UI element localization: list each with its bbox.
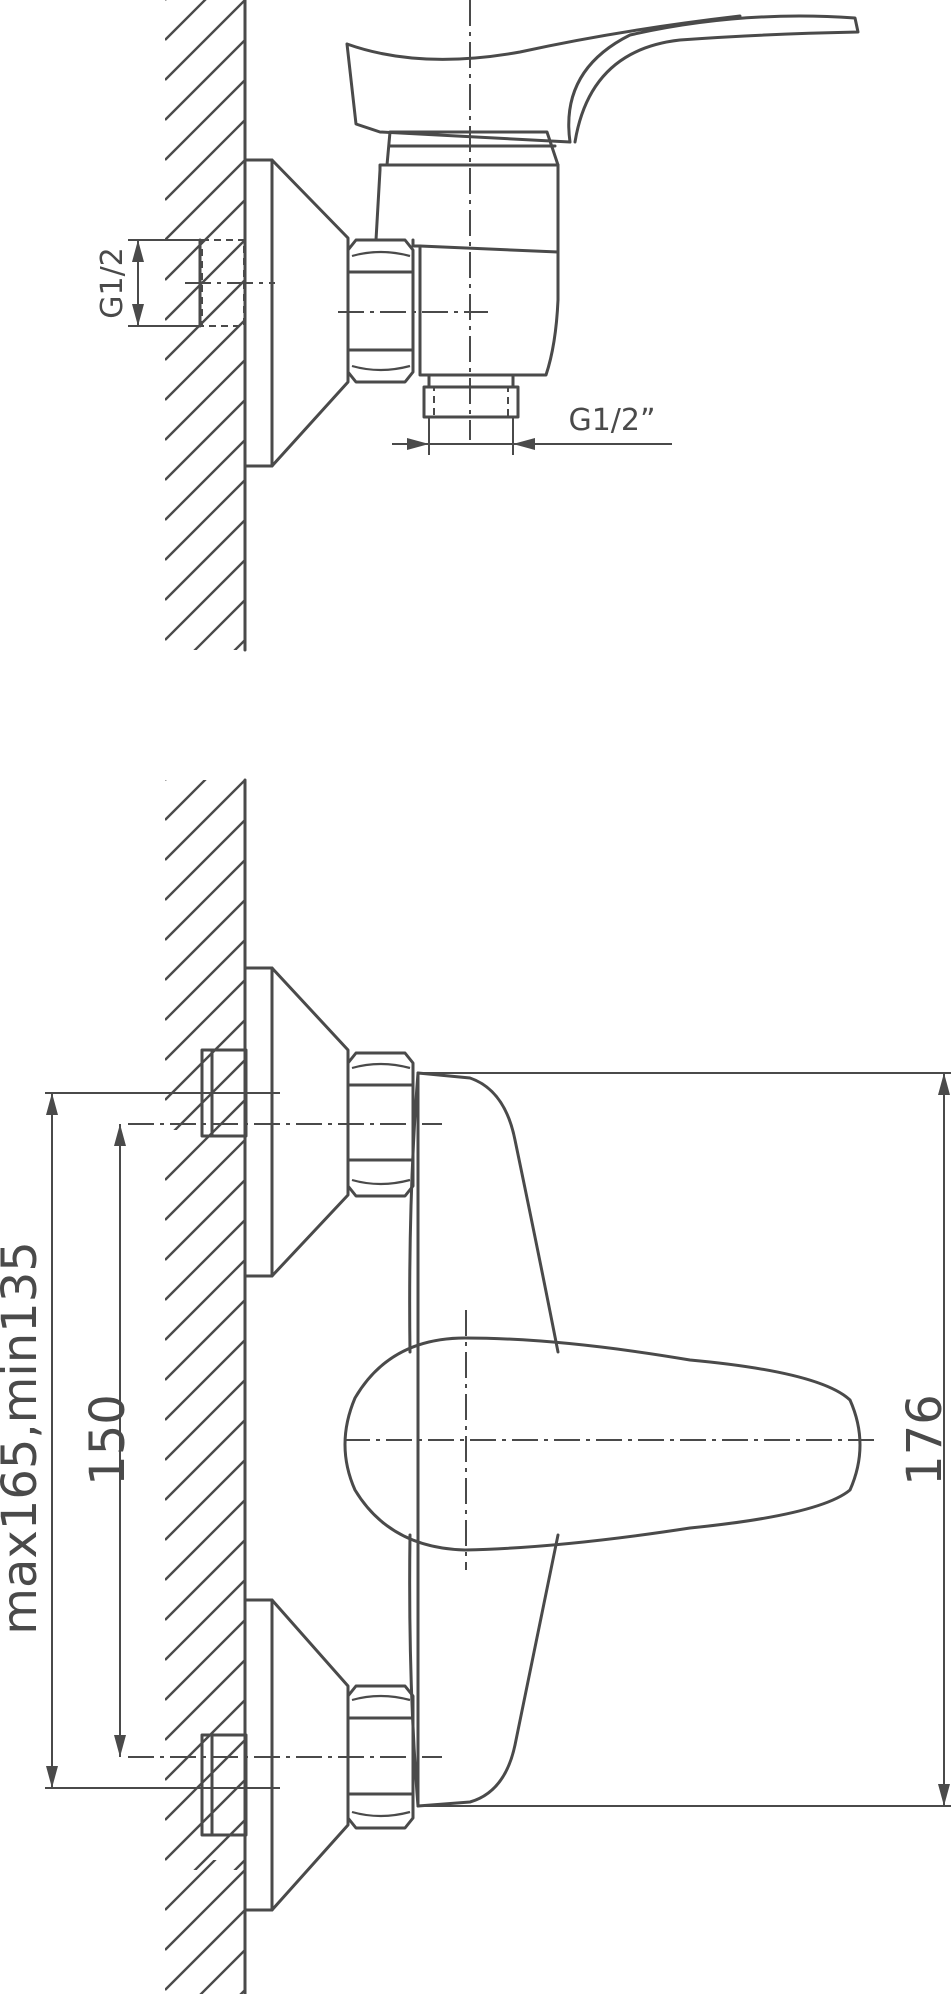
hatch-line (165, 1739, 245, 1821)
inlet-thread-label: G1/2 (95, 247, 130, 319)
hatch-line (165, 39, 245, 121)
hatch-line (165, 479, 245, 561)
hatch-line (233, 1859, 245, 1870)
outlet-thread-dimension (392, 417, 672, 455)
side-inlet-pipe (185, 238, 275, 328)
hatch-line (165, 1459, 245, 1541)
hatch-line (165, 819, 245, 901)
hatch-line (193, 1819, 245, 1870)
hatch-line (165, 1860, 217, 1911)
wall-hatching-top (165, 0, 245, 650)
inlet-thread-dimension (128, 239, 202, 327)
hatch-line (165, 159, 245, 241)
height-dimension-label: 176 (897, 1394, 951, 1486)
hatch-line (193, 599, 245, 650)
hatch-line (165, 939, 245, 1021)
hatch-line (165, 0, 245, 81)
side-wall-flange (243, 158, 350, 468)
front-lower-hex-nut (346, 1684, 415, 1830)
side-lever-handle (345, 14, 860, 144)
inlet-spacing-dimension (114, 1124, 126, 1757)
hatch-line (165, 519, 245, 601)
hatch-line (165, 780, 207, 821)
hatch-line (165, 239, 245, 321)
hatch-line (165, 1909, 245, 1991)
hatch-line (165, 1139, 245, 1221)
height-dimension (418, 1072, 951, 1807)
hatch-line (165, 1219, 245, 1301)
hatch-line (165, 1259, 245, 1341)
inlet-spacing-label: 150 (80, 1394, 136, 1486)
front-upper-hex-nut (346, 1051, 415, 1198)
hatch-line (165, 780, 167, 781)
hatch-line (165, 979, 245, 1061)
hatch-line (165, 1299, 245, 1381)
hatch-line (165, 1869, 245, 1951)
outlet-thread-label: G1/2” (568, 403, 655, 438)
hatch-line (165, 319, 245, 401)
side-body-seam (418, 244, 560, 254)
hatch-line (213, 1099, 245, 1130)
hatch-line (165, 399, 245, 481)
hatch-line (199, 1949, 245, 1994)
hatch-line (165, 1579, 245, 1661)
hatch-line (165, 439, 245, 521)
front-lower-flange (243, 1598, 350, 1912)
hatch-line (165, 1779, 245, 1861)
side-hex-nut (346, 238, 415, 384)
hatch-line (165, 780, 245, 861)
hatch-line (165, 1339, 245, 1421)
hatch-line (165, 1659, 245, 1741)
inlet-range-label: max165,min135 (0, 1241, 48, 1635)
hatch-line (165, 1019, 245, 1101)
hatch-line (165, 79, 245, 161)
front-lever-handle (343, 1336, 862, 1552)
hatch-line (165, 279, 245, 361)
hatch-line (165, 0, 207, 41)
front-view: 176 150 max165,min135 (0, 778, 951, 1994)
front-upper-flange (243, 966, 350, 1278)
hatch-line (165, 559, 245, 641)
front-body-side-contour (408, 1071, 420, 1808)
hatch-line (165, 1130, 217, 1181)
hatch-line (165, 1539, 245, 1621)
inlet-range-dimension (45, 1092, 280, 1789)
front-lower-inlet-pipe (200, 1733, 248, 1837)
side-valve-body (374, 163, 560, 377)
hatch-line (165, 1379, 245, 1461)
hatch-line (165, 899, 245, 981)
hatch-line (165, 1699, 245, 1781)
hatch-line (233, 639, 245, 650)
hatch-line (165, 359, 245, 441)
hatch-line (165, 859, 245, 941)
hatch-line (165, 1179, 245, 1261)
wall-hatching-bottom (165, 780, 245, 1994)
hatch-line (165, 1419, 245, 1501)
side-view: G1/2 G1/2” (95, 0, 860, 652)
hatch-line (165, 119, 245, 201)
side-cartridge-collar (385, 130, 560, 167)
hatch-line (165, 1499, 245, 1581)
hatch-line (165, 1619, 245, 1701)
hatch-line (173, 1059, 245, 1130)
